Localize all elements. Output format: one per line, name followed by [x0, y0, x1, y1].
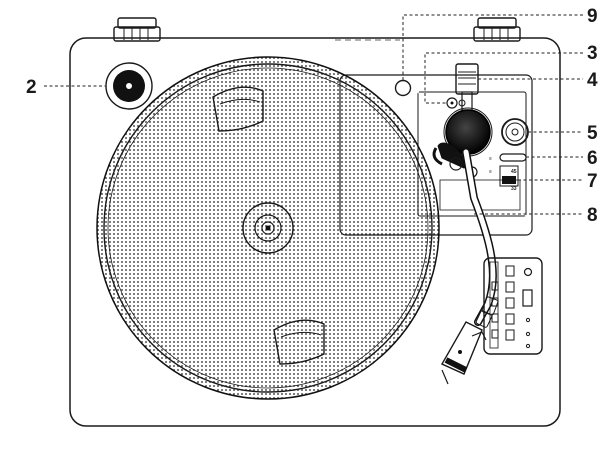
cue-lever-up-mark: ≡	[489, 156, 492, 162]
callout-5: 5	[587, 123, 598, 144]
cue-lever[interactable]: ≡ ≡	[489, 153, 527, 175]
start-stop-button[interactable]	[394, 79, 412, 97]
platter-grip-bottom	[273, 319, 325, 365]
leader-lines	[44, 14, 583, 215]
callout-4: 4	[587, 70, 598, 91]
callout-7: 7	[587, 171, 598, 192]
callout-6: 6	[587, 148, 598, 169]
speed-45-label: 45	[511, 169, 517, 175]
callout-3: 3	[587, 43, 598, 64]
spindle	[242, 202, 294, 254]
cue-lever-down-mark: ≡	[489, 169, 492, 175]
platter-grip-top	[212, 86, 264, 132]
plinth	[69, 37, 561, 427]
callout-9: 9	[587, 6, 598, 27]
callout-8: 8	[587, 205, 598, 226]
speed-33-label: 33	[511, 186, 517, 192]
platter-mat	[107, 67, 429, 389]
callout-2: 2	[26, 77, 37, 98]
connector-panel	[483, 257, 543, 355]
tonearm-lift-knob[interactable]	[501, 118, 529, 146]
headshell[interactable]	[441, 321, 487, 385]
adapter-45rpm	[105, 62, 153, 110]
speed-selector[interactable]: 45 33	[499, 165, 519, 192]
